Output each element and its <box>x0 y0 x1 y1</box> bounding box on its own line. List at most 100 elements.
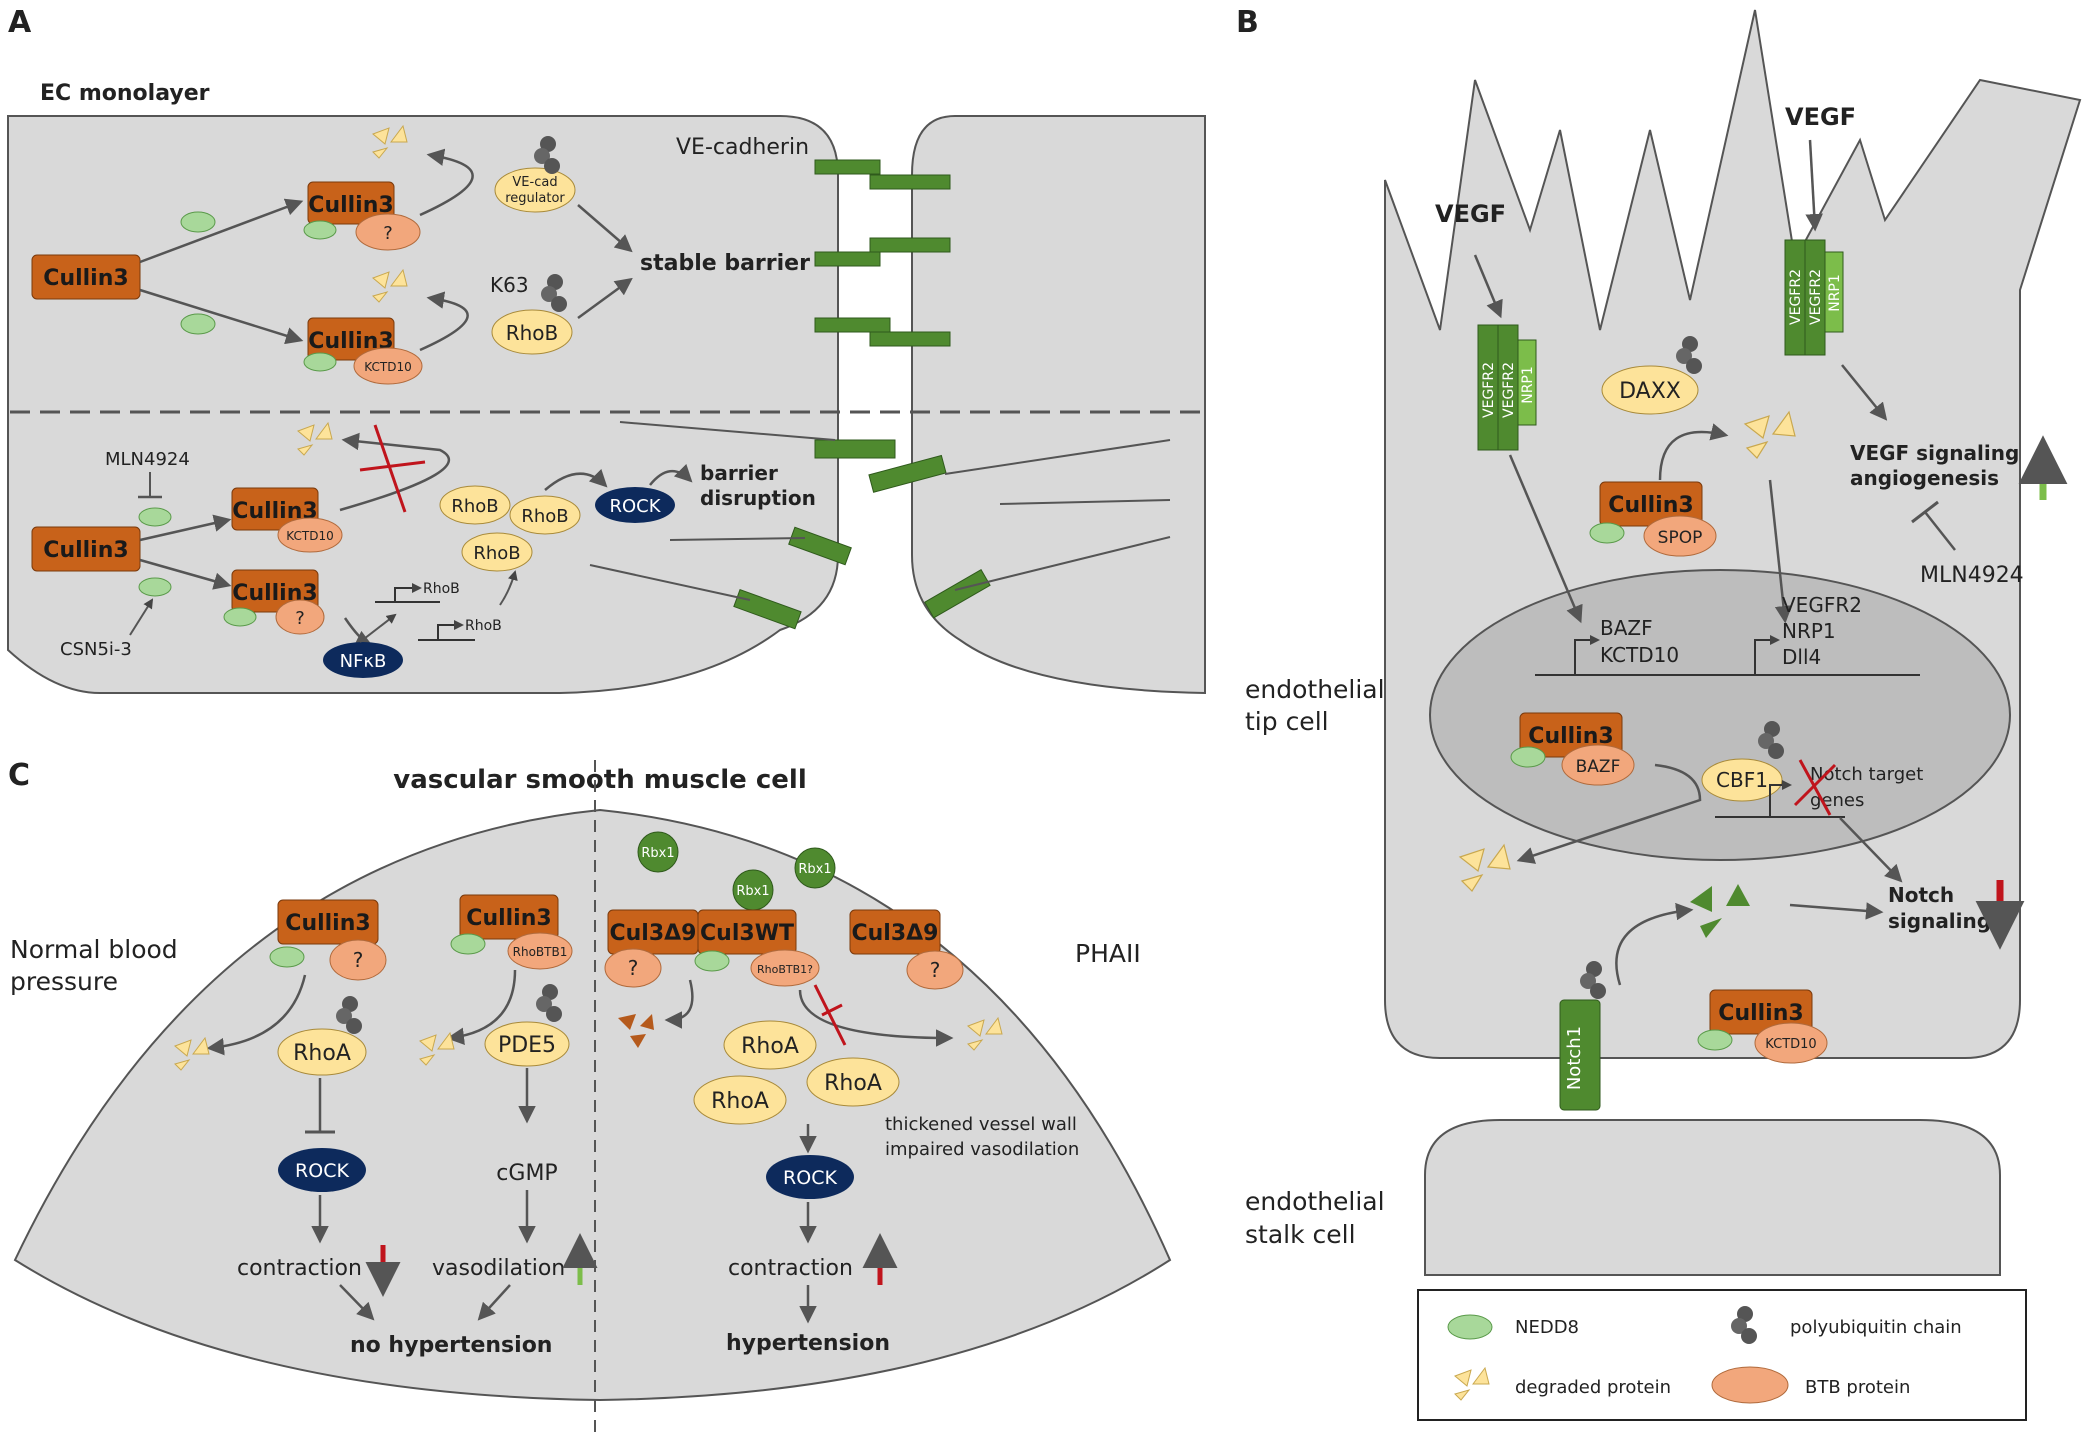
btb-protein <box>1561 744 1635 786</box>
rock-label: ROCK <box>609 496 661 517</box>
ve-cad-regulator-label: regulator <box>505 191 565 206</box>
nedd8-icon <box>303 220 337 240</box>
btb-protein <box>750 949 820 987</box>
btb-unknown-label: ? <box>353 948 364 972</box>
nedd8-icon <box>1510 746 1546 768</box>
ve-cadherin-bar <box>868 454 947 493</box>
barrier-disruption-label: barrier <box>700 461 778 485</box>
rock-node <box>766 1155 854 1199</box>
btb-protein <box>1754 1022 1828 1064</box>
bazf-label: BAZF <box>1576 757 1621 777</box>
rhoa-protein <box>806 1057 900 1107</box>
arrow <box>129 598 154 636</box>
arrow <box>1658 423 1729 481</box>
tip-cell-label: tip cell <box>1245 707 1329 736</box>
cul3wt-label: Cul3WT <box>700 921 794 946</box>
panel-c-letter: C <box>8 758 30 793</box>
cullin3-label: Cullin3 <box>466 906 551 931</box>
kctd10-label: KCTD10 <box>364 360 411 374</box>
rhoa-label: RhoA <box>741 1034 799 1059</box>
nfkb-node <box>323 642 403 678</box>
panel-a: A EC monolayer VE-cadherin <box>7 5 1206 695</box>
vegf-label: VEGF <box>1435 200 1506 228</box>
mln4924-label-a: MLN4924 <box>105 449 190 470</box>
nedd8-icon <box>180 211 216 233</box>
rhob-protein <box>461 532 533 572</box>
block-cross <box>813 984 847 1046</box>
barrier-disruption-label: disruption <box>700 486 816 510</box>
kctd10-label: KCTD10 <box>1765 1037 1816 1052</box>
rbx1-label: Rbx1 <box>736 884 769 899</box>
block-cross <box>1798 759 1832 816</box>
legend-nedd8: NEDD8 <box>1515 1317 1579 1338</box>
kctd10-gene-label: KCTD10 <box>1600 643 1679 667</box>
legend-degraded: degraded protein <box>1515 1377 1671 1398</box>
cul3d9-label: Cul3Δ9 <box>610 921 697 946</box>
cullin3-label: Cullin3 <box>43 266 128 291</box>
panel-a-title: EC monolayer <box>40 81 210 106</box>
cgmp-label: cGMP <box>496 1161 557 1186</box>
inhibition-line <box>1924 511 1956 551</box>
no-hypertension-label: no hypertension <box>350 1333 552 1358</box>
vegfr2-gene-label: VEGFR2 <box>1782 593 1862 617</box>
degraded-protein-dark-icon <box>618 1014 654 1048</box>
kctd10-label: KCTD10 <box>286 529 333 543</box>
btb-protein <box>906 950 964 990</box>
legend-btb: BTB protein <box>1805 1377 1910 1398</box>
block-cross <box>1793 763 1837 807</box>
nrp1-label: NRP1 <box>1827 274 1843 312</box>
notch-target-label: Notch target <box>1810 764 1923 785</box>
btb-protein <box>507 932 573 970</box>
btb-unknown-label: ? <box>930 958 941 982</box>
ve-cadherin-junction-3 <box>814 317 951 347</box>
btb-protein <box>604 948 662 988</box>
arrow <box>139 198 304 264</box>
legend-polyubiquitin: polyubiquitin chain <box>1790 1317 1962 1338</box>
csn5i3-label: CSN5i-3 <box>60 639 132 660</box>
btb-protein <box>355 213 421 251</box>
rhob-protein <box>509 495 581 535</box>
ve-cadherin-junction-1 <box>814 159 951 190</box>
legend: NEDD8 polyubiquitin chain degraded prote… <box>1417 1289 2027 1421</box>
nfkb-label: NFκB <box>340 651 387 672</box>
arrow <box>1473 254 1503 319</box>
btb-protein <box>353 347 423 385</box>
rhoa-label: RhoA <box>824 1071 882 1096</box>
nedd8-icon <box>694 950 730 972</box>
rhoa-protein <box>693 1075 787 1125</box>
rock-node <box>595 487 675 523</box>
btb-protein <box>329 939 387 981</box>
degraded-notch-icon <box>1690 884 1750 938</box>
arrow <box>1839 817 1903 883</box>
rhob-gene-label: RhoB <box>465 618 502 634</box>
panel-b-letter: B <box>1236 5 1259 40</box>
rock-label: ROCK <box>295 1160 349 1182</box>
rhob-label: RhoB <box>521 506 568 527</box>
ve-cadherin-bar <box>788 526 852 566</box>
tip-cell-label: endothelial <box>1245 675 1385 704</box>
nrp1-gene-label: NRP1 <box>1782 619 1836 643</box>
cullin3-label: Cullin3 <box>1718 1001 1803 1026</box>
phaii-label: PHAII <box>1075 939 1141 968</box>
cul3wt-box <box>697 909 797 955</box>
inhibition-bar <box>1911 500 1939 524</box>
btb-unknown-label: ? <box>295 608 305 629</box>
stalk-cell-label: endothelial <box>1245 1187 1385 1216</box>
arrow <box>1805 139 1823 232</box>
vegf-signaling-label: angiogenesis <box>1850 466 1999 490</box>
daxx-protein <box>1601 365 1699 415</box>
stalk-cell-label: stalk cell <box>1245 1220 1356 1249</box>
panel-c: C vascular smooth muscle cell Normal blo… <box>8 758 1172 1440</box>
endothelial-cell-left <box>7 115 839 694</box>
endothelial-cell-right <box>911 115 1206 695</box>
ve-cadherin-label: VE-cadherin <box>676 135 809 160</box>
notch-signaling-label: Notch <box>1888 883 1954 907</box>
arrow <box>1841 364 1888 421</box>
nedd8-icon <box>1447 1314 1493 1340</box>
btb-protein <box>277 517 343 553</box>
cullin3-label: Cullin3 <box>285 911 370 936</box>
block-cross <box>821 1003 843 1017</box>
arrow <box>419 291 469 352</box>
arrow <box>477 1284 511 1321</box>
cullin3-label: Cullin3 <box>43 538 128 563</box>
